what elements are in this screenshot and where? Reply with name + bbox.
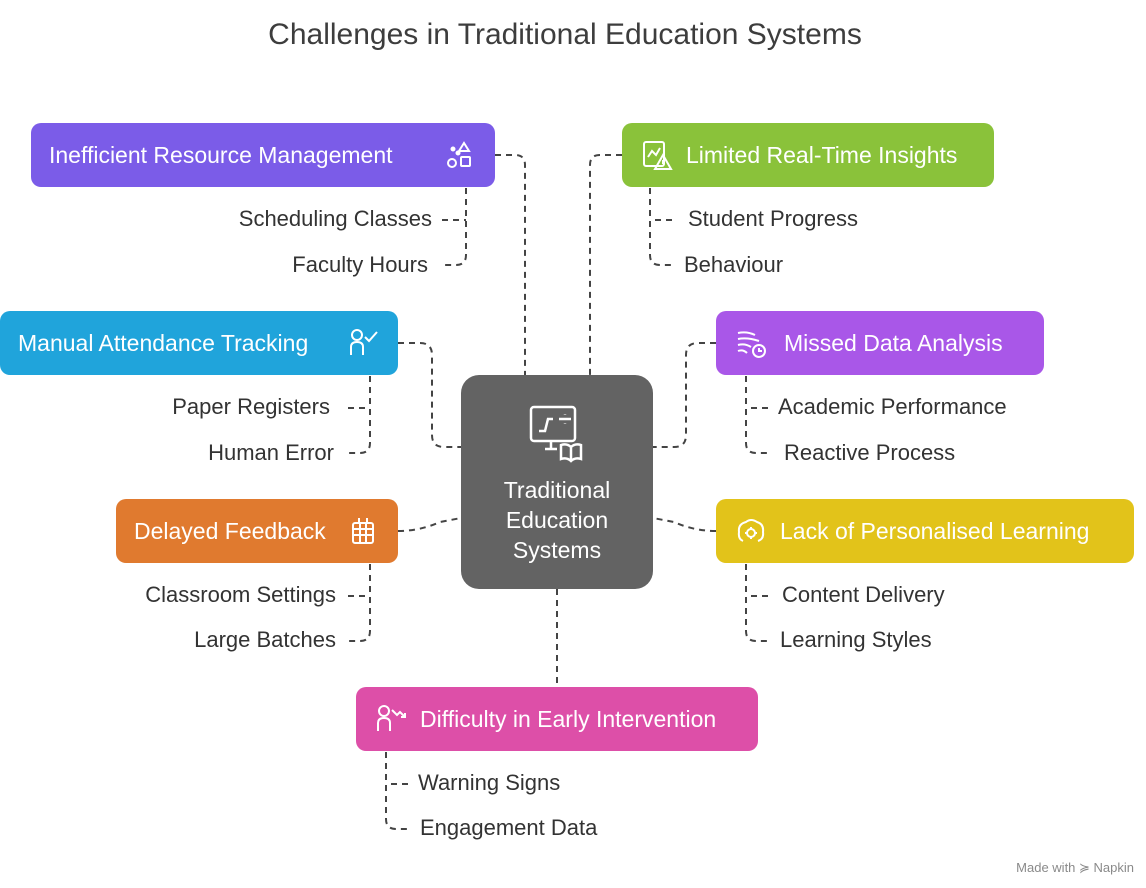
sub-item-behaviour: Behaviour xyxy=(684,252,784,277)
connector-attendance xyxy=(398,342,461,448)
branch-label: Inefficient Resource Management xyxy=(49,141,393,168)
branch-early-intervention[interactable]: Difficulty in Early Intervention xyxy=(356,687,758,751)
sub-item-faculty-hours: Faculty Hours xyxy=(292,252,428,277)
branch-label: Manual Attendance Tracking xyxy=(18,329,309,356)
sub-connector-analysis xyxy=(745,376,768,454)
sub-item-learning-styles: Learning Styles xyxy=(780,627,932,652)
connector-insights xyxy=(589,154,622,375)
sub-item-student-progress: Student Progress xyxy=(688,206,858,231)
sub-item-warning-signs: Warning Signs xyxy=(418,770,561,795)
branch-label: Lack of Personalised Learning xyxy=(780,517,1090,544)
branch-delayed-feedback[interactable]: Delayed Feedback xyxy=(116,499,398,563)
central-topic-line-2: Education xyxy=(505,507,609,533)
branch-label: Delayed Feedback xyxy=(134,517,326,544)
sub-item-paper-registers: Paper Registers xyxy=(172,394,330,419)
branch-resource-management[interactable]: Inefficient Resource Management xyxy=(31,123,495,187)
sub-connector-attendance xyxy=(348,376,371,454)
branch-label: Difficulty in Early Intervention xyxy=(420,705,717,732)
sub-item-large-batches: Large Batches xyxy=(194,627,336,652)
brain-gear-icon xyxy=(734,514,768,548)
sub-item-content-delivery: Content Delivery xyxy=(782,582,945,607)
branch-personalised-learning[interactable]: Lack of Personalised Learning xyxy=(716,499,1134,563)
connector-analysis xyxy=(653,342,716,448)
sub-connector-feedback xyxy=(348,564,371,642)
sub-item-human-error: Human Error xyxy=(208,440,334,465)
shapes-icon xyxy=(443,138,477,172)
person-check-icon xyxy=(346,326,380,360)
person-decline-icon xyxy=(374,702,408,736)
sub-item-reactive-process: Reactive Process xyxy=(784,440,956,465)
sub-item-scheduling-classes: Scheduling Classes xyxy=(238,206,432,231)
sub-connector-resource xyxy=(442,188,467,266)
sub-connector-personal xyxy=(745,564,768,642)
branch-missed-data-analysis[interactable]: Missed Data Analysis xyxy=(716,311,1044,375)
sub-connector-intervention xyxy=(385,752,408,830)
branch-real-time-insights[interactable]: Limited Real-Time Insights xyxy=(622,123,994,187)
branch-label: Missed Data Analysis xyxy=(784,329,1003,356)
sub-item-classroom-settings: Classroom Settings xyxy=(145,582,336,607)
sub-connector-insights xyxy=(649,188,672,266)
central-topic-line-1: Traditional xyxy=(503,477,611,503)
chart-warning-icon xyxy=(640,138,674,172)
napkin-credit: Made with ≽ Napkin xyxy=(1016,860,1134,875)
branch-attendance-tracking[interactable]: Manual Attendance Tracking xyxy=(0,311,398,375)
connector-personal xyxy=(652,517,717,532)
connector-resource xyxy=(495,154,526,375)
diagram-title: Challenges in Traditional Education Syst… xyxy=(268,18,862,51)
central-topic-line-3: Systems xyxy=(512,537,602,563)
lesson-board-icon xyxy=(525,401,589,465)
sub-item-engagement-data: Engagement Data xyxy=(420,815,598,840)
sub-item-academic-performance: Academic Performance xyxy=(778,394,1007,419)
connector-feedback xyxy=(397,517,462,532)
wind-clock-icon xyxy=(734,326,768,360)
branch-label: Limited Real-Time Insights xyxy=(686,141,958,168)
calendar-grid-icon xyxy=(346,514,380,548)
central-topic-node[interactable]: Traditional Education Systems xyxy=(461,375,653,589)
